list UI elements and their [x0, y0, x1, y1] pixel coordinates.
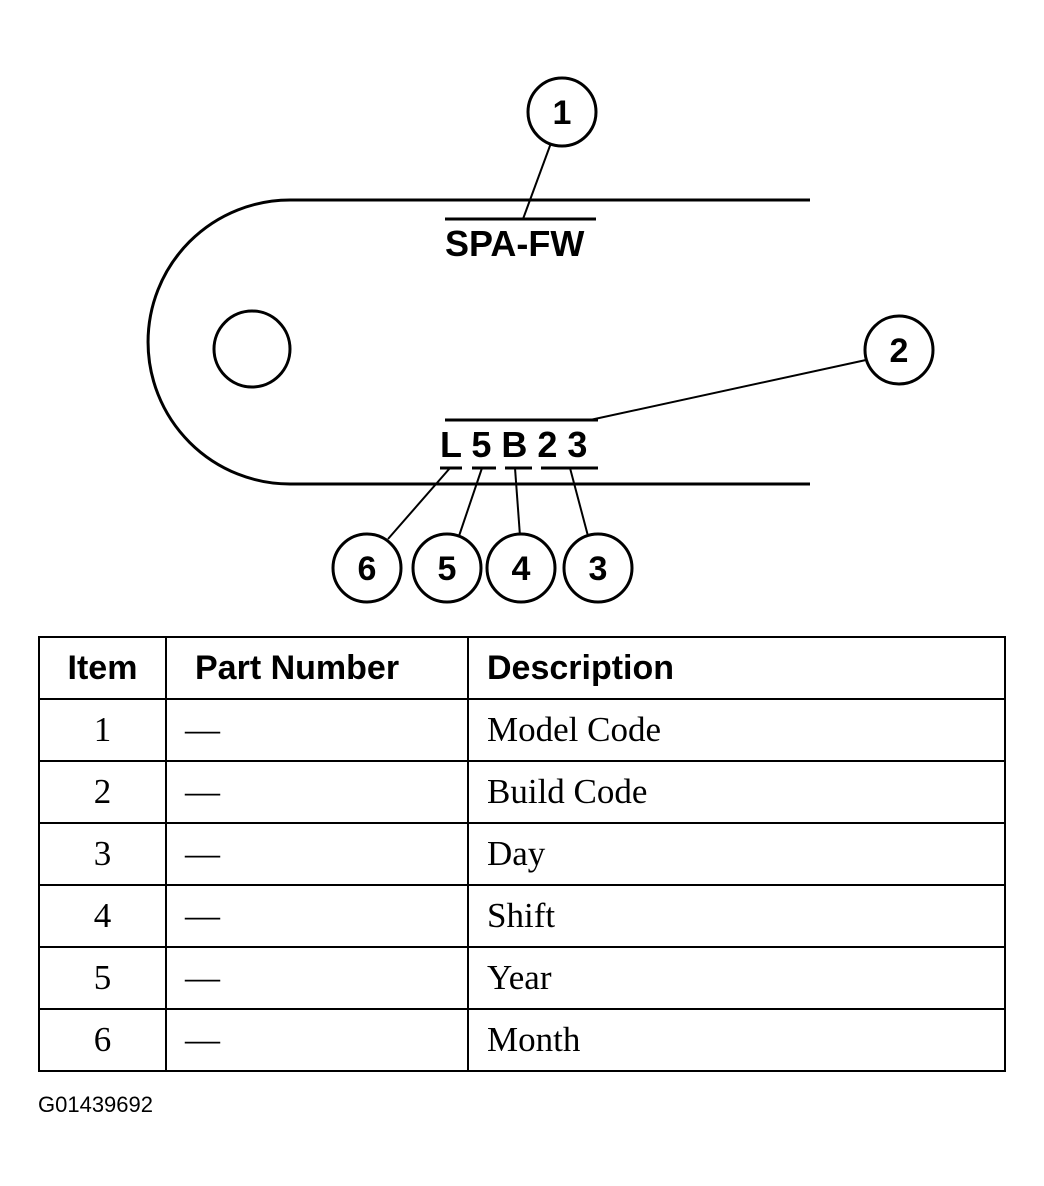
cell-part-number: —: [165, 884, 469, 948]
cell-part-number: —: [165, 1008, 469, 1072]
identification-tag-diagram: SPA-FW L 5 B 2 3 1 2 3 4 5 6: [146, 76, 935, 604]
table-row: 4 — Shift: [38, 884, 1006, 948]
header-item: Item: [38, 636, 167, 700]
table-header-row: Item Part Number Description: [38, 636, 1006, 700]
callout-1-number: 1: [553, 94, 572, 132]
cell-part-number: —: [165, 946, 469, 1010]
callout-6-circle: [331, 532, 403, 604]
callout-3-circle: [562, 532, 634, 604]
table-row: 6 — Month: [38, 1008, 1006, 1072]
cell-description: Shift: [467, 884, 1006, 948]
cell-item: 3: [38, 822, 167, 886]
cell-item: 4: [38, 884, 167, 948]
cell-part-number: —: [165, 698, 469, 762]
legend-table: Item Part Number Description 1 — Model C…: [38, 636, 1006, 1072]
callout-6-number: 6: [358, 550, 377, 588]
table-row: 3 — Day: [38, 822, 1006, 886]
callout-5-leader: [458, 467, 483, 537]
callout-1-leader: [522, 142, 552, 220]
cell-item: 1: [38, 698, 167, 762]
figure-id: G01439692: [38, 1092, 153, 1117]
cell-description: Day: [467, 822, 1006, 886]
model-code-text: SPA-FW: [445, 223, 584, 264]
build-code-text: L 5 B 2 3: [440, 424, 587, 465]
cell-description: Month: [467, 1008, 1006, 1072]
cell-part-number: —: [165, 760, 469, 824]
cell-description: Year: [467, 946, 1006, 1010]
callout-4-leader: [514, 467, 521, 537]
header-description: Description: [467, 636, 1006, 700]
table-row: 5 — Year: [38, 946, 1006, 1010]
cell-description: Build Code: [467, 760, 1006, 824]
cell-part-number: —: [165, 822, 469, 886]
callout-3-number: 3: [589, 550, 608, 588]
callout-2-leader: [589, 359, 867, 421]
cell-item: 5: [38, 946, 167, 1010]
cell-description: Model Code: [467, 698, 1006, 762]
callout-2-circle: [863, 314, 935, 386]
table-row: 1 — Model Code: [38, 698, 1006, 762]
callout-3-leader: [569, 467, 589, 537]
callout-1-circle: [526, 76, 598, 148]
mounting-hole: [212, 309, 292, 389]
callout-5-circle: [411, 532, 483, 604]
header-part-number: Part Number: [165, 636, 469, 700]
callout-5-number: 5: [438, 550, 457, 588]
callout-2-number: 2: [890, 332, 909, 370]
tag-outline: [146, 198, 810, 486]
callout-4-number: 4: [512, 550, 531, 588]
callout-6-leader: [387, 467, 451, 540]
cell-item: 2: [38, 760, 167, 824]
callout-4-circle: [485, 532, 557, 604]
table-row: 2 — Build Code: [38, 760, 1006, 824]
cell-item: 6: [38, 1008, 167, 1072]
